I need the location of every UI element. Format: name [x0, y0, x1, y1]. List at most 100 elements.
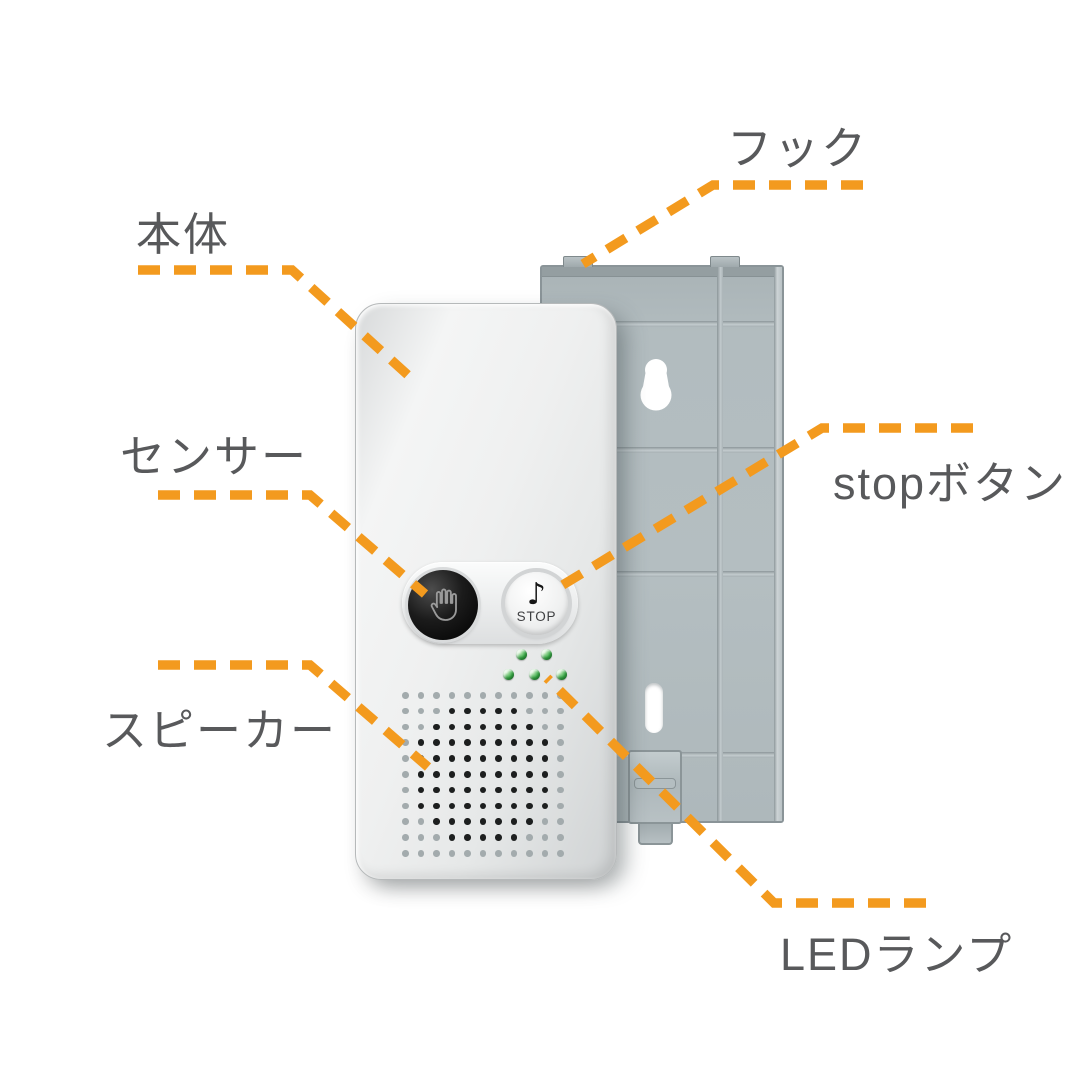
- speaker-hole: [464, 723, 471, 731]
- speaker-hole: [526, 739, 533, 746]
- speaker-hole: [479, 771, 486, 778]
- speaker-hole: [541, 786, 548, 794]
- speaker-hole: [402, 850, 409, 857]
- speaker-hole: [557, 755, 564, 762]
- bracket-right-edge: [774, 267, 782, 821]
- bracket-clip: [628, 750, 682, 824]
- speaker-hole: [510, 707, 517, 715]
- label-speaker: スピーカー: [102, 705, 338, 756]
- speaker-hole: [541, 771, 548, 778]
- speaker-hole: [557, 850, 564, 857]
- bracket-clip-tab: [638, 824, 673, 845]
- speaker-hole: [495, 707, 502, 715]
- speaker-hole: [433, 755, 440, 762]
- speaker-hole: [541, 755, 548, 762]
- speaker-hole: [557, 723, 564, 731]
- speaker-hole: [479, 739, 486, 746]
- callout-line-hook: [580, 180, 863, 269]
- speaker-hole: [448, 692, 455, 699]
- led-lamp: [540, 648, 552, 660]
- speaker-hole: [510, 723, 517, 731]
- speaker-hole: [479, 707, 486, 715]
- speaker-hole: [510, 818, 517, 825]
- speaker-hole: [464, 771, 471, 778]
- speaker-hole: [479, 802, 486, 810]
- speaker-hole: [557, 786, 564, 794]
- speaker-hole: [541, 723, 548, 731]
- speaker-hole: [417, 850, 424, 857]
- hand-icon: [430, 588, 457, 621]
- led-lamp: [502, 668, 514, 680]
- speaker-hole: [433, 834, 440, 841]
- speaker-hole: [526, 692, 533, 699]
- speaker-hole: [510, 771, 517, 778]
- speaker-hole: [464, 818, 471, 825]
- speaker-hole: [526, 723, 533, 731]
- speaker-hole: [433, 850, 440, 857]
- speaker-hole: [402, 739, 409, 746]
- speaker-hole: [541, 739, 548, 746]
- speaker-hole: [402, 723, 409, 731]
- speaker-hole: [417, 755, 424, 762]
- speaker-hole: [526, 850, 533, 857]
- speaker-hole: [402, 771, 409, 778]
- speaker-hole: [448, 818, 455, 825]
- speaker-hole: [402, 692, 409, 699]
- speaker-hole: [510, 755, 517, 762]
- speaker-hole: [448, 771, 455, 778]
- speaker-hole: [417, 802, 424, 810]
- speaker-hole: [510, 692, 517, 699]
- speaker-hole: [464, 786, 471, 794]
- speaker-hole: [495, 850, 502, 857]
- speaker-hole: [541, 818, 548, 825]
- speaker-hole: [402, 802, 409, 810]
- speaker-hole: [433, 692, 440, 699]
- stop-button-label: STOP: [516, 608, 557, 624]
- speaker-hole: [495, 818, 502, 825]
- speaker-hole: [448, 850, 455, 857]
- speaker-hole: [557, 692, 564, 699]
- label-hook: フック: [727, 123, 869, 174]
- speaker-hole: [402, 707, 409, 715]
- speaker-hole: [448, 755, 455, 762]
- speaker-hole: [479, 850, 486, 857]
- speaker-hole: [541, 707, 548, 715]
- speaker-hole: [417, 692, 424, 699]
- music-note-icon: ♪: [526, 576, 547, 612]
- speaker-hole: [448, 834, 455, 841]
- device-body: ♪ STOP: [355, 303, 617, 880]
- speaker-hole: [417, 818, 424, 825]
- speaker-hole: [526, 818, 533, 825]
- speaker-hole: [417, 723, 424, 731]
- speaker-hole: [417, 707, 424, 715]
- bracket-rib: [542, 321, 782, 327]
- speaker-hole: [402, 834, 409, 841]
- speaker-hole: [479, 834, 486, 841]
- label-body: 本体: [136, 209, 231, 260]
- speaker-hole: [557, 771, 564, 778]
- speaker-hole: [464, 834, 471, 841]
- speaker-hole: [510, 739, 517, 746]
- speaker-hole: [557, 834, 564, 841]
- speaker-hole: [464, 692, 471, 699]
- speaker-hole: [433, 707, 440, 715]
- speaker-hole: [541, 802, 548, 810]
- led-lamp: [528, 668, 540, 680]
- speaker-hole: [479, 755, 486, 762]
- speaker-hole: [479, 786, 486, 794]
- label-stop: stopボタン: [833, 458, 1068, 509]
- speaker-hole: [495, 723, 502, 731]
- speaker-hole: [541, 692, 548, 699]
- bracket-top-band: [542, 267, 782, 277]
- speaker-hole: [433, 802, 440, 810]
- speaker-hole: [495, 755, 502, 762]
- speaker-hole: [526, 755, 533, 762]
- speaker-hole: [510, 802, 517, 810]
- speaker-hole: [433, 771, 440, 778]
- speaker-hole: [433, 739, 440, 746]
- speaker-hole: [448, 739, 455, 746]
- speaker-hole: [433, 786, 440, 794]
- speaker-hole: [526, 786, 533, 794]
- stop-button: ♪ STOP: [505, 572, 568, 635]
- speaker-hole: [402, 755, 409, 762]
